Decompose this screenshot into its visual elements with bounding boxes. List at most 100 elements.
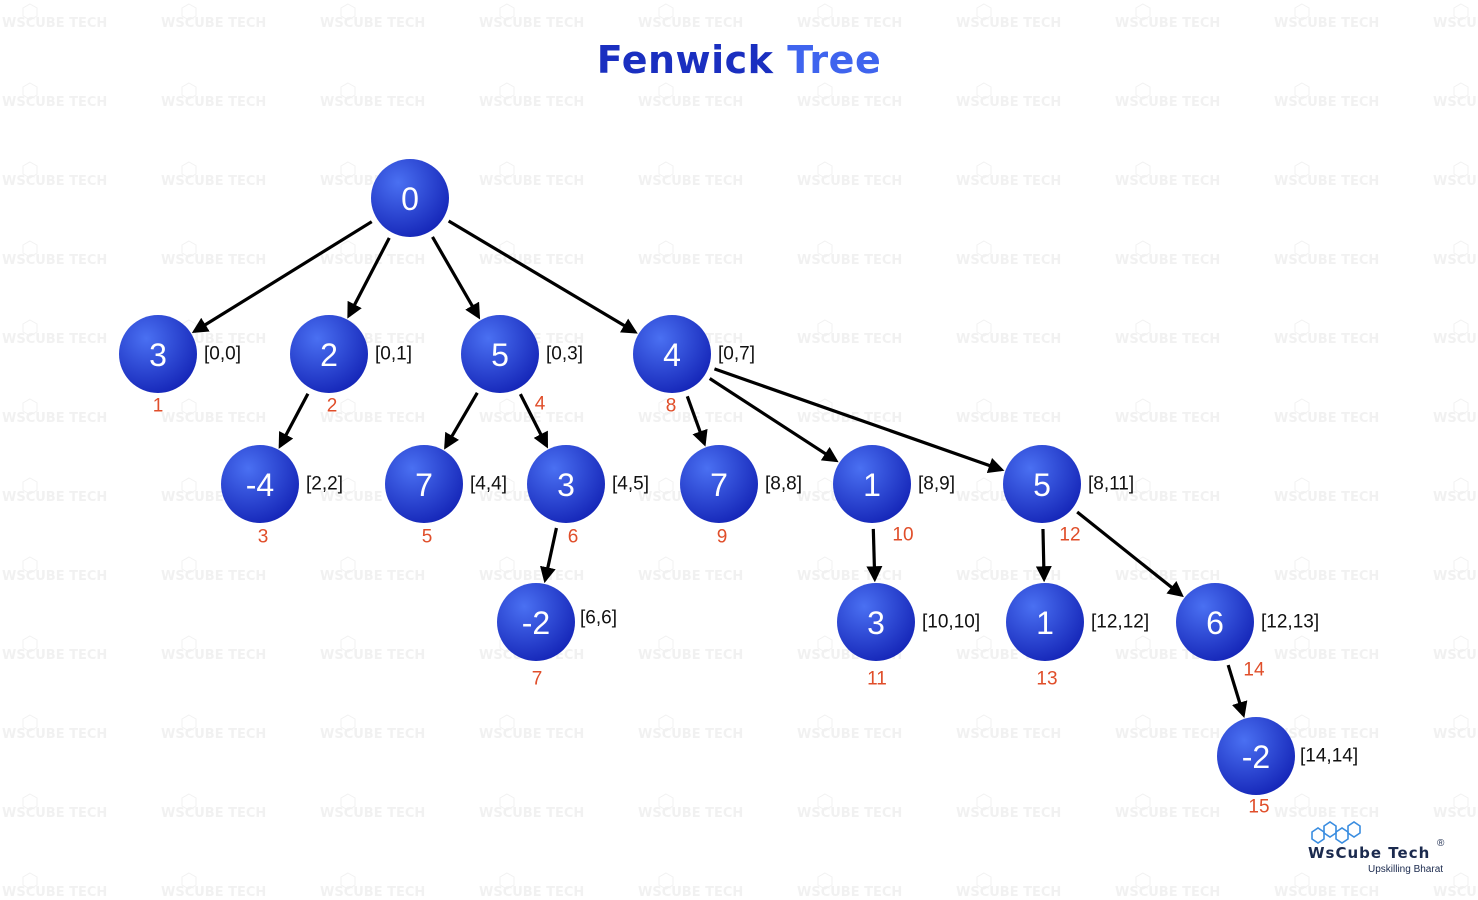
node-range-label: [2,2]: [306, 474, 343, 495]
node-circle: [371, 159, 449, 237]
node-range-label: [0,1]: [375, 344, 412, 365]
node-index-label: 6: [568, 527, 579, 548]
node-value: 0: [401, 181, 419, 217]
node-range-label: [8,11]: [1088, 474, 1134, 495]
edge-arrow-root-n8: [447, 219, 638, 334]
node-range-label: [10,10]: [922, 612, 980, 633]
node-circle: [221, 445, 299, 523]
node-value: -4: [246, 467, 274, 503]
node-index-label: 1: [153, 396, 164, 417]
title-part-2: Tree: [787, 38, 882, 82]
title-part-1: Fenwick: [596, 38, 774, 82]
brand-registered-mark: ®: [1437, 838, 1445, 849]
node-range-label: [12,12]: [1091, 612, 1149, 633]
tree-node-n4: 5 [0,3] 4: [461, 315, 583, 415]
tree-node-n7: -2 [6,6] 7: [497, 583, 617, 690]
tree-node-n15: -2 [14,14] 15: [1217, 717, 1358, 818]
node-range-label: [6,6]: [580, 608, 617, 629]
brand-tagline: Upskilling Bharat: [1368, 864, 1444, 875]
node-circle: [1006, 583, 1084, 661]
node-value: 1: [1036, 605, 1054, 641]
node-range-label: [8,9]: [918, 474, 955, 495]
node-range-label: [4,4]: [470, 474, 507, 495]
node-circle: [497, 583, 575, 661]
node-circle: [527, 445, 605, 523]
node-index-label: 10: [892, 525, 913, 546]
tree-node-root: 0: [371, 159, 449, 237]
node-value: 5: [1033, 467, 1051, 503]
tree-node-n3: -4 [2,2] 3: [221, 445, 343, 548]
logo-hexagon-icon: [1311, 821, 1361, 844]
node-index-label: 15: [1248, 797, 1269, 818]
node-value: 4: [663, 337, 681, 373]
node-circle: [461, 315, 539, 393]
node-value: 3: [867, 605, 885, 641]
node-value: 3: [149, 337, 167, 373]
node-circle: [290, 315, 368, 393]
node-index-label: 8: [666, 396, 677, 417]
node-circle: [833, 445, 911, 523]
nodes-layer: 03[0,0]12[0,1]25[0,3]44[0,7]8-4[2,2]37[4…: [119, 159, 1358, 818]
tree-node-n2: 2 [0,1] 2: [290, 315, 412, 417]
tree-node-n9: 7 [8,8] 9: [680, 445, 802, 548]
edge-arrow-n4-n6: [518, 393, 548, 449]
node-value: 7: [710, 467, 728, 503]
node-circle: [1217, 717, 1295, 795]
edge-arrow-n12-n13: [1035, 528, 1052, 583]
tree-node-n13: 1[12,12]13: [1006, 583, 1149, 690]
node-index-label: 2: [327, 396, 338, 417]
edge-arrow-n6-n7: [540, 527, 559, 584]
node-index-label: 3: [258, 527, 269, 548]
brand-logo: WsCube Tech ® Upskilling Bharat: [1300, 818, 1460, 880]
node-value: -2: [522, 605, 550, 641]
edges-layer: [191, 219, 1248, 718]
node-value: 6: [1206, 605, 1224, 641]
page-title: Fenwick Tree: [0, 38, 1478, 82]
brand-name: WsCube Tech: [1308, 844, 1431, 862]
node-circle: [119, 315, 197, 393]
node-range-label: [0,0]: [204, 344, 241, 365]
node-value: -2: [1242, 739, 1270, 775]
edge-arrow-n8-n12: [713, 367, 1005, 474]
node-index-label: 9: [717, 527, 728, 548]
tree-node-n14: 6[12,13]14: [1176, 583, 1319, 681]
node-circle: [385, 445, 463, 523]
node-circle: [633, 315, 711, 393]
node-value: 3: [557, 467, 575, 503]
edge-arrow-n14-n15: [1226, 664, 1248, 718]
node-index-label: 7: [532, 669, 543, 690]
node-range-label: [14,14]: [1300, 746, 1358, 767]
edge-arrow-n10-n11: [866, 528, 883, 583]
node-circle: [837, 583, 915, 661]
node-index-label: 4: [535, 394, 546, 415]
node-value: 1: [863, 467, 881, 503]
edge-arrow-n8-n9: [685, 395, 708, 447]
tree-node-n6: 3 [4,5] 6: [527, 445, 649, 548]
node-index-label: 5: [422, 527, 433, 548]
edge-arrow-n8-n10: [708, 377, 839, 463]
node-range-label: [0,3]: [546, 344, 583, 365]
tree-node-n10: 1 [8,9] 10: [833, 445, 955, 546]
edge-arrow-n2-n3: [278, 392, 310, 449]
node-range-label: [0,7]: [718, 344, 755, 365]
edge-arrow-root-n4: [431, 236, 481, 320]
edge-arrow-root-n1: [191, 220, 373, 334]
node-index-label: 14: [1243, 660, 1265, 681]
node-value: 2: [320, 337, 338, 373]
tree-node-n11: 3 [10,10] 11: [837, 583, 980, 690]
tree-node-n12: 5 [8,11] 12: [1003, 445, 1134, 546]
node-range-label: [4,5]: [612, 474, 649, 495]
node-circle: [1003, 445, 1081, 523]
node-circle: [680, 445, 758, 523]
node-value: 7: [415, 467, 433, 503]
node-index-label: 11: [867, 669, 887, 690]
node-range-label: [8,8]: [765, 474, 802, 495]
tree-node-n1: 3 [0,0] 1: [119, 315, 241, 417]
edge-arrow-n12-n14: [1076, 510, 1184, 598]
tree-node-n8: 4 [0,7] 8: [633, 315, 755, 417]
node-value: 5: [491, 337, 509, 373]
edge-arrow-root-n2: [347, 237, 391, 319]
node-index-label: 12: [1059, 525, 1080, 546]
